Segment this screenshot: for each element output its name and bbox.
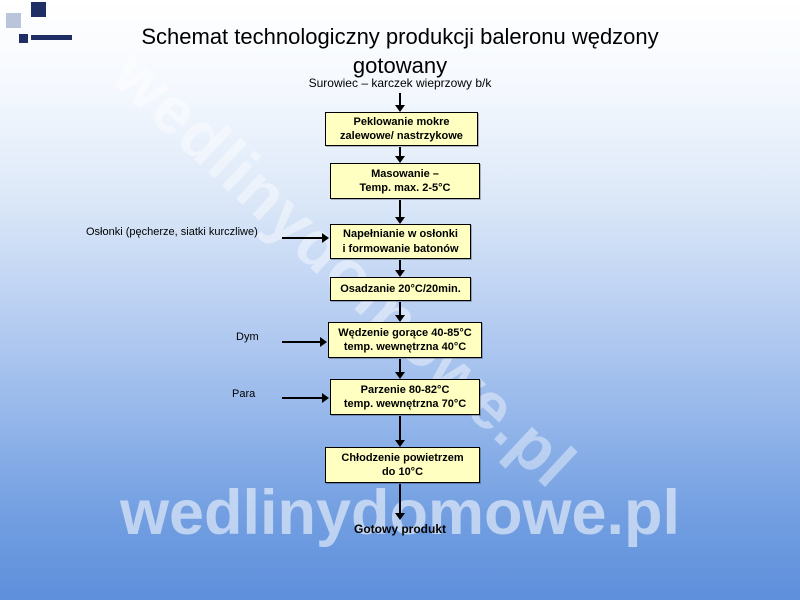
side-input-dym: Dym: [236, 331, 259, 343]
flow-step-line: Chłodzenie powietrzem: [341, 451, 464, 464]
flow-arrow-down-icon: [395, 147, 405, 163]
flow-step-osadzanie: Osadzanie 20°C/20min.: [330, 277, 471, 301]
decoration-square-icon: [6, 13, 21, 28]
final-product-label: Gotowy produkt: [354, 522, 446, 536]
flow-step-line: Osadzanie 20°C/20min.: [340, 282, 461, 295]
side-input-para: Para: [232, 388, 256, 400]
decoration-bar: [31, 35, 72, 40]
flow-arrow-down-icon: [395, 93, 405, 112]
flow-arrow-down-icon: [395, 484, 405, 520]
flow-step-chlodzenie: Chłodzenie powietrzem do 10°C: [325, 447, 480, 483]
flow-step-parzenie: Parzenie 80-82°C temp. wewnętrzna 70°C: [330, 379, 480, 415]
flow-step-line: Peklowanie mokre: [353, 115, 450, 128]
flow-step-napelnianie: Napełnianie w osłonki i formowanie baton…: [330, 224, 471, 259]
side-arrow-right-icon: [282, 337, 327, 347]
slide-title-line1: Schemat technologiczny produkcji baleron…: [141, 24, 659, 49]
flow-arrow-down-icon: [395, 359, 405, 379]
side-arrow-right-icon: [282, 233, 329, 243]
flow-step-masowanie: Masowanie – Temp. max. 2-5°C: [330, 163, 480, 199]
flow-step-line: Napełnianie w osłonki: [343, 228, 458, 241]
flow-step-line: Masowanie –: [371, 167, 439, 180]
side-input-oslonki: Osłonki (pęcherze, siatki kurczliwe): [86, 226, 258, 238]
flow-arrow-down-icon: [395, 416, 405, 447]
slide-title-line2: gotowany: [352, 53, 448, 78]
flow-step-line: Parzenie 80-82°C: [360, 383, 450, 396]
flow-arrow-down-icon: [395, 200, 405, 224]
flow-step-line: do 10°C: [381, 466, 424, 478]
decoration-square-icon: [31, 2, 46, 17]
decoration-square-icon: [19, 34, 28, 43]
flow-step-line: zalewowe/ nastrzykowe: [340, 130, 463, 142]
flow-step-line: temp. wewnętrzna 70°C: [343, 398, 467, 410]
slide-title: Schemat technologiczny produkcji baleron…: [0, 22, 800, 80]
flow-step-line: temp. wewnętrzna 40°C: [343, 341, 467, 353]
flow-step-line: i formowanie batonów: [342, 242, 459, 255]
flow-step-line: Temp. max. 2-5°C: [359, 182, 451, 194]
flow-step-peklowanie: Peklowanie mokre zalewowe/ nastrzykowe: [325, 112, 478, 146]
flow-step-line: Wędzenie gorące 40-85°C: [338, 326, 472, 339]
flow-arrow-down-icon: [395, 260, 405, 277]
flow-arrow-down-icon: [395, 302, 405, 322]
source-label: Surowiec – karczek wieprzowy b/k: [308, 76, 492, 90]
side-arrow-right-icon: [282, 393, 329, 403]
flow-step-wedzenie: Wędzenie gorące 40-85°C temp. wewnętrzna…: [328, 322, 482, 358]
